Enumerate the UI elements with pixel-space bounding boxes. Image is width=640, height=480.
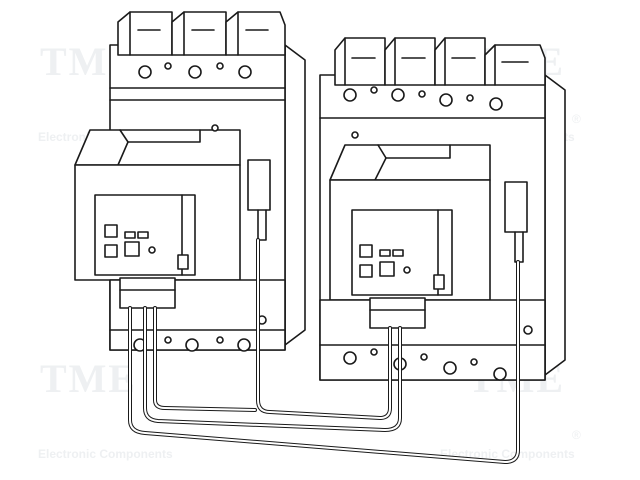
watermark-registered: ® — [572, 112, 581, 126]
watermark-registered: ® — [572, 428, 581, 442]
watermark-brand: TME — [40, 356, 138, 401]
breaker-4pole-icon — [319, 37, 566, 381]
breaker-3pole-icon — [74, 11, 306, 352]
watermark-subtitle: Electronic Components — [38, 447, 173, 461]
interlock-cable-icon — [128, 238, 520, 464]
